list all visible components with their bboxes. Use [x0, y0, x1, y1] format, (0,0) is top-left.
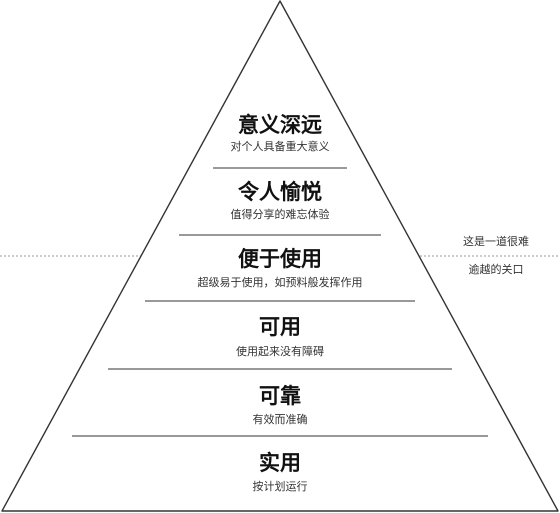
level-pleasurable-subtitle: 值得分享的难忘体验	[230, 208, 330, 221]
level-convenient-title: 便于使用	[238, 247, 322, 271]
threshold-note-line-2: 逾越的关口	[468, 263, 524, 276]
level-pleasurable-title: 令人愉悦	[238, 180, 322, 204]
level-functional-title: 实用	[259, 451, 301, 475]
level-meaningful-title: 意义深远	[238, 113, 322, 137]
level-convenient-subtitle: 超级易于使用，如预料般发挥作用	[197, 276, 363, 289]
level-usable-title: 可用	[259, 315, 301, 339]
level-reliable-title: 可靠	[259, 384, 301, 408]
level-reliable-subtitle: 有效而准确	[252, 413, 308, 426]
threshold-note-line-1: 这是一道很难	[463, 235, 529, 248]
level-meaningful-subtitle: 对个人具备重大意义	[230, 140, 330, 153]
level-functional-subtitle: 按计划运行	[252, 480, 308, 493]
level-usable-subtitle: 使用起来没有障碍	[236, 345, 324, 358]
